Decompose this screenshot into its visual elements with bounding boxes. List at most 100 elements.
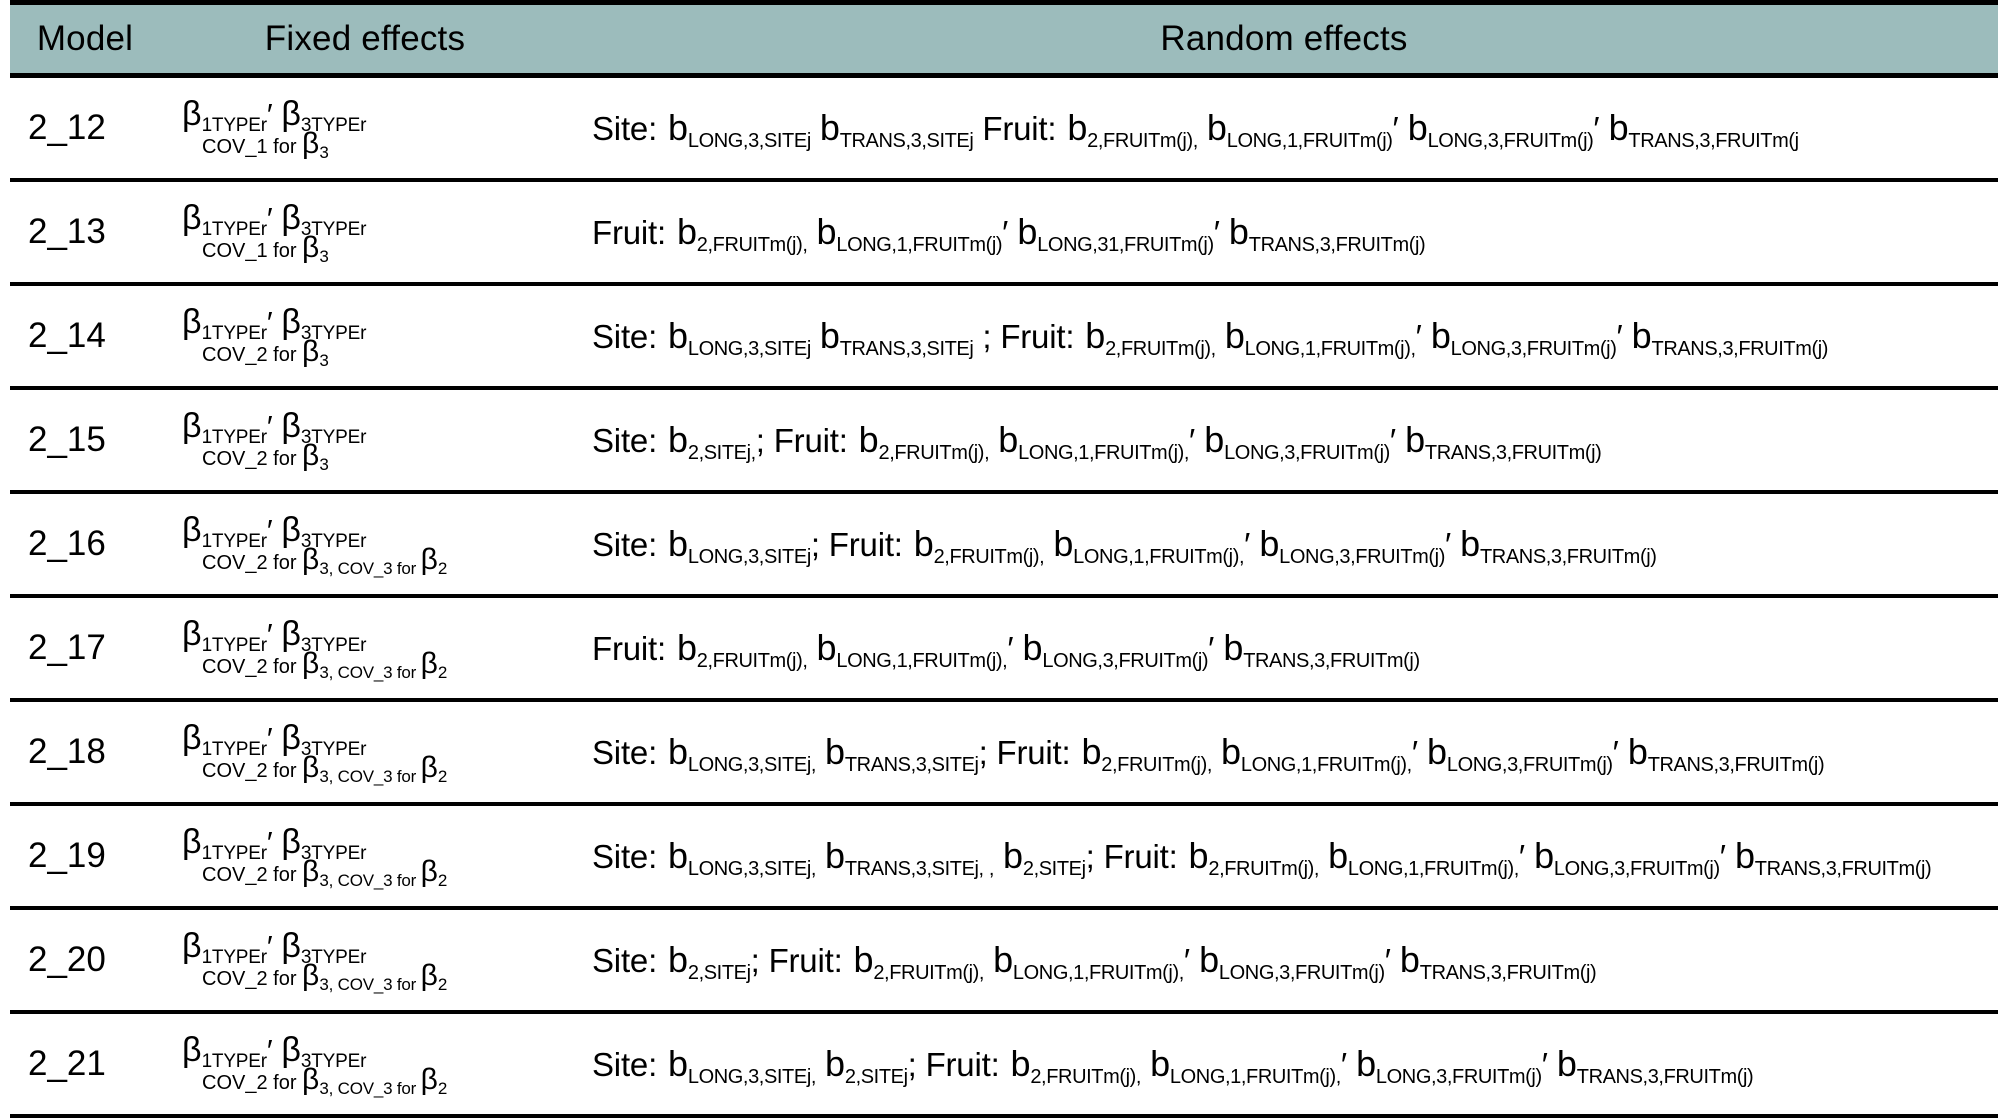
random-effects-cell: Site: bLONG,3,SITEj,bTRANS,3,SITEj, ,b2,…	[570, 804, 1998, 910]
table-header: Model Fixed effects Random effects	[10, 0, 1998, 78]
fixed-effects-covariance: COV_2 for β3, COV_3 for β2	[202, 959, 448, 994]
random-effects-cell: Site: b2,SITEj; Fruit: b2,FRUITm(j),bLON…	[570, 908, 1998, 1014]
fixed-effects-covariance: COV_2 for β3, COV_3 for β2	[202, 647, 448, 682]
model-id-label: 2_19	[28, 836, 106, 875]
fixed-effects-terms: β1TYPEr′ β3TYPEr	[182, 927, 367, 968]
model-id-label: 2_13	[28, 212, 106, 251]
fruit-group-label: Fruit:	[1103, 838, 1187, 875]
column-header-random-effects: Random effects	[570, 0, 1998, 78]
model-specification-table: Model Fixed effects Random effects 2_12 β…	[10, 0, 1998, 1118]
model-id-cell: 2_14	[10, 284, 160, 390]
random-effects-content: Site: bLONG,3,SITEj,bTRANS,3,SITEj; Frui…	[592, 731, 1825, 776]
fruit-group-label: Fruit:	[1000, 318, 1084, 355]
fixed-effects-covariance: COV_1 for β3	[202, 127, 329, 162]
fruit-group-label: Fruit:	[996, 734, 1080, 771]
model-id-label: 2_15	[28, 420, 106, 459]
fixed-effects-terms: β1TYPEr′ β3TYPEr	[182, 199, 367, 240]
model-id-cell: 2_19	[10, 804, 160, 910]
model-id-label: 2_17	[28, 628, 106, 667]
site-group-label: Site:	[592, 734, 667, 771]
column-header-model: Model	[10, 0, 160, 78]
site-group-label: Site:	[592, 110, 667, 147]
column-header-fixed-effects: Fixed effects	[160, 0, 570, 78]
fixed-effects-covariance: COV_2 for β3, COV_3 for β2	[202, 1063, 448, 1098]
fixed-effects-terms: β1TYPEr′ β3TYPEr	[182, 511, 367, 552]
random-effects-cell: Site: bLONG,3,SITEj; Fruit: b2,FRUITm(j)…	[570, 492, 1998, 598]
fixed-effects-terms: β1TYPEr′ β3TYPEr	[182, 719, 367, 760]
model-id-cell: 2_17	[10, 596, 160, 702]
random-effects-cell: Site: b2,SITEj,; Fruit: b2,FRUITm(j),bLO…	[570, 388, 1998, 494]
model-id-label: 2_18	[28, 732, 106, 771]
fixed-effects-covariance: COV_2 for β3, COV_3 for β2	[202, 751, 448, 786]
fixed-effects-terms: β1TYPEr′ β3TYPEr	[182, 1031, 367, 1072]
fruit-group-label: Fruit:	[925, 1046, 1009, 1083]
random-effects-content: Site: bLONG,3,SITEj; Fruit: b2,FRUITm(j)…	[592, 523, 1657, 568]
model-id-cell: 2_12	[10, 75, 160, 182]
model-id-label: 2_21	[28, 1044, 106, 1083]
random-effects-cell: Site: bLONG,3,SITEj,b2,SITEj; Fruit: b2,…	[570, 1012, 1998, 1118]
fixed-effects-covariance: COV_2 for β3	[202, 335, 329, 370]
fixed-effects-terms: β1TYPEr′ β3TYPEr	[182, 407, 367, 448]
fruit-group-label: Fruit:	[592, 630, 675, 667]
random-effects-content: Site: bLONG,3,SITEj,bTRANS,3,SITEj, ,b2,…	[592, 835, 1932, 880]
fixed-effects-covariance: COV_2 for β3	[202, 439, 329, 474]
fruit-group-label: Fruit:	[592, 214, 675, 251]
random-effects-cell: Fruit: b2,FRUITm(j),bLONG,1,FRUITm(j)′bL…	[570, 180, 1998, 286]
fruit-group-label: Fruit:	[768, 942, 852, 979]
fixed-effects-terms: β1TYPEr′ β3TYPEr	[182, 95, 367, 136]
model-id-label: 2_14	[28, 316, 106, 355]
header-row: Model Fixed effects Random effects	[10, 0, 1998, 78]
random-effects-content: Fruit: b2,FRUITm(j),bLONG,1,FRUITm(j)′bL…	[592, 211, 1426, 256]
model-id-cell: 2_15	[10, 388, 160, 494]
random-effects-content: Fruit: b2,FRUITm(j),bLONG,1,FRUITm(j),′b…	[592, 627, 1420, 672]
random-effects-cell: Site: bLONG,3,SITEj,bTRANS,3,SITEj; Frui…	[570, 700, 1998, 806]
random-effects-cell: Fruit: b2,FRUITm(j),bLONG,1,FRUITm(j),′b…	[570, 596, 1998, 702]
random-effects-content: Site: b2,SITEj,; Fruit: b2,FRUITm(j),bLO…	[592, 419, 1602, 464]
fixed-effects-terms: β1TYPEr′ β3TYPEr	[182, 303, 367, 344]
site-group-label: Site:	[592, 838, 667, 875]
random-effects-content: Site: bLONG,3,SITEj,b2,SITEj; Fruit: b2,…	[592, 1043, 1754, 1088]
fixed-effects-terms: β1TYPEr′ β3TYPEr	[182, 823, 367, 864]
model-id-label: 2_12	[28, 108, 106, 147]
site-group-label: Site:	[592, 1046, 667, 1083]
model-id-cell: 2_16	[10, 492, 160, 598]
model-id-cell: 2_18	[10, 700, 160, 806]
model-id-cell: 2_13	[10, 180, 160, 286]
fixed-effects-terms: β1TYPEr′ β3TYPEr	[182, 615, 367, 656]
site-group-label: Site:	[592, 318, 667, 355]
fixed-effects-covariance: COV_2 for β3, COV_3 for β2	[202, 855, 448, 890]
site-group-label: Site:	[592, 526, 667, 563]
